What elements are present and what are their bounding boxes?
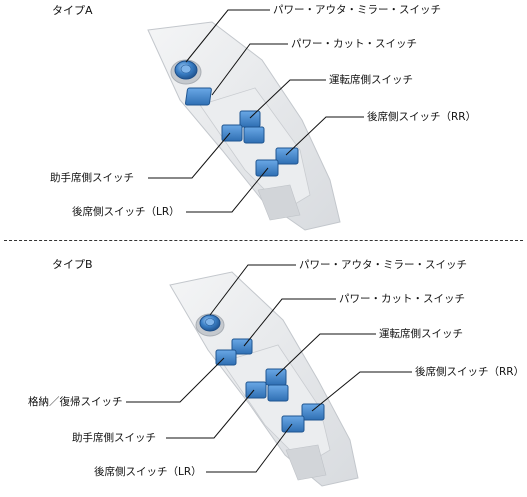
type-b-label-rear-lr: 後席側スイッチ（LR） xyxy=(94,466,202,478)
type-a-power-cut-switch xyxy=(184,87,212,106)
type-a-driver-switch-1 xyxy=(239,110,261,128)
type-a-label-power-cut: パワー・カット・スイッチ xyxy=(291,38,417,50)
type-a-label-driver-seat: 運転席側スイッチ xyxy=(329,74,413,86)
type-a-label-rear-lr: 後席側スイッチ（LR） xyxy=(72,206,180,218)
type-b-rear-switch-1 xyxy=(301,403,325,421)
type-b-panel-recess xyxy=(221,344,331,466)
type-a-panel-recess xyxy=(199,87,311,211)
type-a-panel xyxy=(147,21,341,231)
type-a-rear-switch-1 xyxy=(275,147,299,165)
type-a-rear-switch-2 xyxy=(255,159,279,177)
type-b-label-power-outside-mirror: パワー・アウタ・ミラー・スイッチ xyxy=(299,259,467,271)
section-divider xyxy=(4,240,523,241)
type-b-label-passenger-seat: 助手席側スイッチ xyxy=(72,432,156,444)
type-b-label-power-cut: パワー・カット・スイッチ xyxy=(339,293,465,305)
type-a-label-passenger-seat: 助手席側スイッチ xyxy=(50,172,134,184)
type-b-label-retract-return: 格納／復帰スイッチ xyxy=(28,396,123,408)
type-b-label-rear-rr: 後席側スイッチ（RR） xyxy=(415,366,525,378)
type-a-driver-switch-3 xyxy=(243,126,265,144)
type-a-leader-lines xyxy=(148,9,364,213)
type-a-label-rear-rr: 後席側スイッチ（RR） xyxy=(367,111,477,123)
type-b-label-driver-seat: 運転席側スイッチ xyxy=(379,328,463,340)
type-b-rear-switch-2 xyxy=(281,415,305,433)
type-b-leader-lines xyxy=(126,264,412,473)
type-b-panel xyxy=(169,271,359,487)
type-b-title: タイプB xyxy=(52,258,93,271)
type-b-driver-switch-3 xyxy=(267,384,289,402)
type-a-label-power-outside-mirror: パワー・アウタ・ミラー・スイッチ xyxy=(273,4,441,16)
type-a-title: タイプA xyxy=(52,4,93,17)
type-b-driver-switch-1 xyxy=(265,368,287,386)
